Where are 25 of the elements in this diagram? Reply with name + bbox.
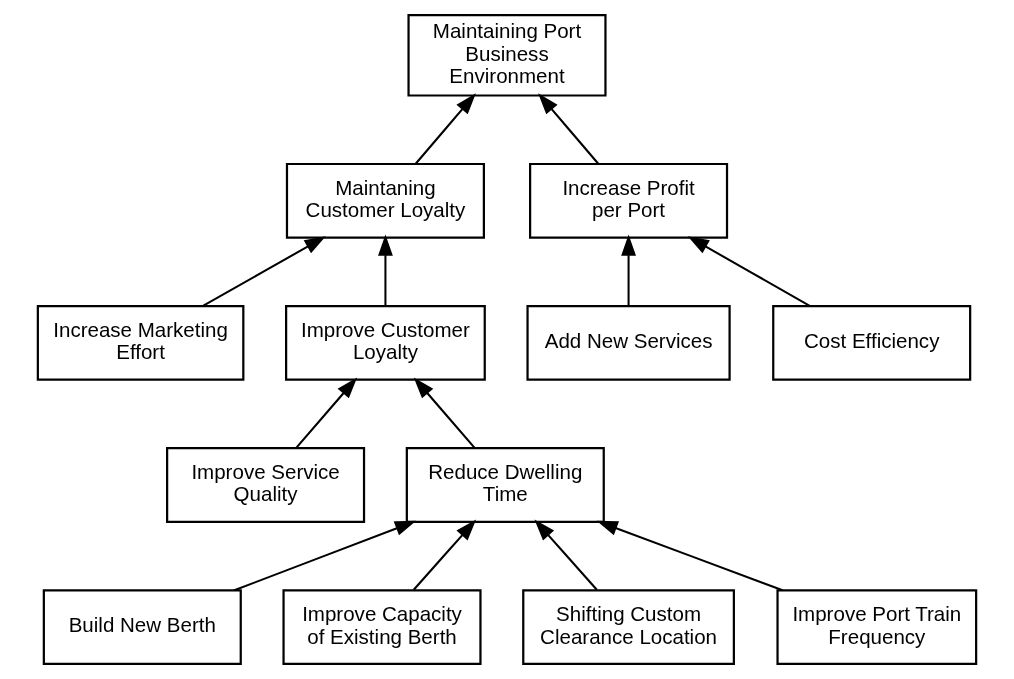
node-box: Increase Profit per Port — [529, 162, 729, 239]
arrow — [378, 234, 393, 306]
node-box: Add New Services — [526, 305, 731, 381]
arrow — [687, 236, 811, 307]
node-box: Increase Marketing Effort — [36, 305, 245, 381]
node-box: Improve Capacity of Existing Berth — [282, 589, 482, 666]
arrow — [234, 520, 417, 592]
node-box: Improve Port Train Frequency — [776, 589, 978, 666]
node-box: Improve Customer Loyalty — [285, 305, 486, 381]
arrow — [295, 377, 358, 449]
arrow — [413, 519, 477, 591]
node-box: Cost Efficiency — [772, 305, 972, 381]
node-box: Maintaning Customer Loyalty — [285, 162, 485, 239]
node-box: Reduce Dwelling Time — [405, 447, 605, 523]
arrow — [534, 519, 598, 591]
arrow — [413, 377, 476, 449]
node-box: Build New Berth — [42, 589, 242, 666]
arrow — [202, 236, 326, 307]
arrow — [414, 93, 476, 165]
node-box: Improve Service Quality — [166, 447, 366, 523]
arrow — [538, 93, 600, 165]
arrow — [621, 234, 636, 306]
node-box: Maintaining Port Business Environment — [407, 13, 607, 97]
arrow — [596, 520, 783, 592]
node-box: Shifting Custom Clearance Location — [522, 589, 735, 666]
